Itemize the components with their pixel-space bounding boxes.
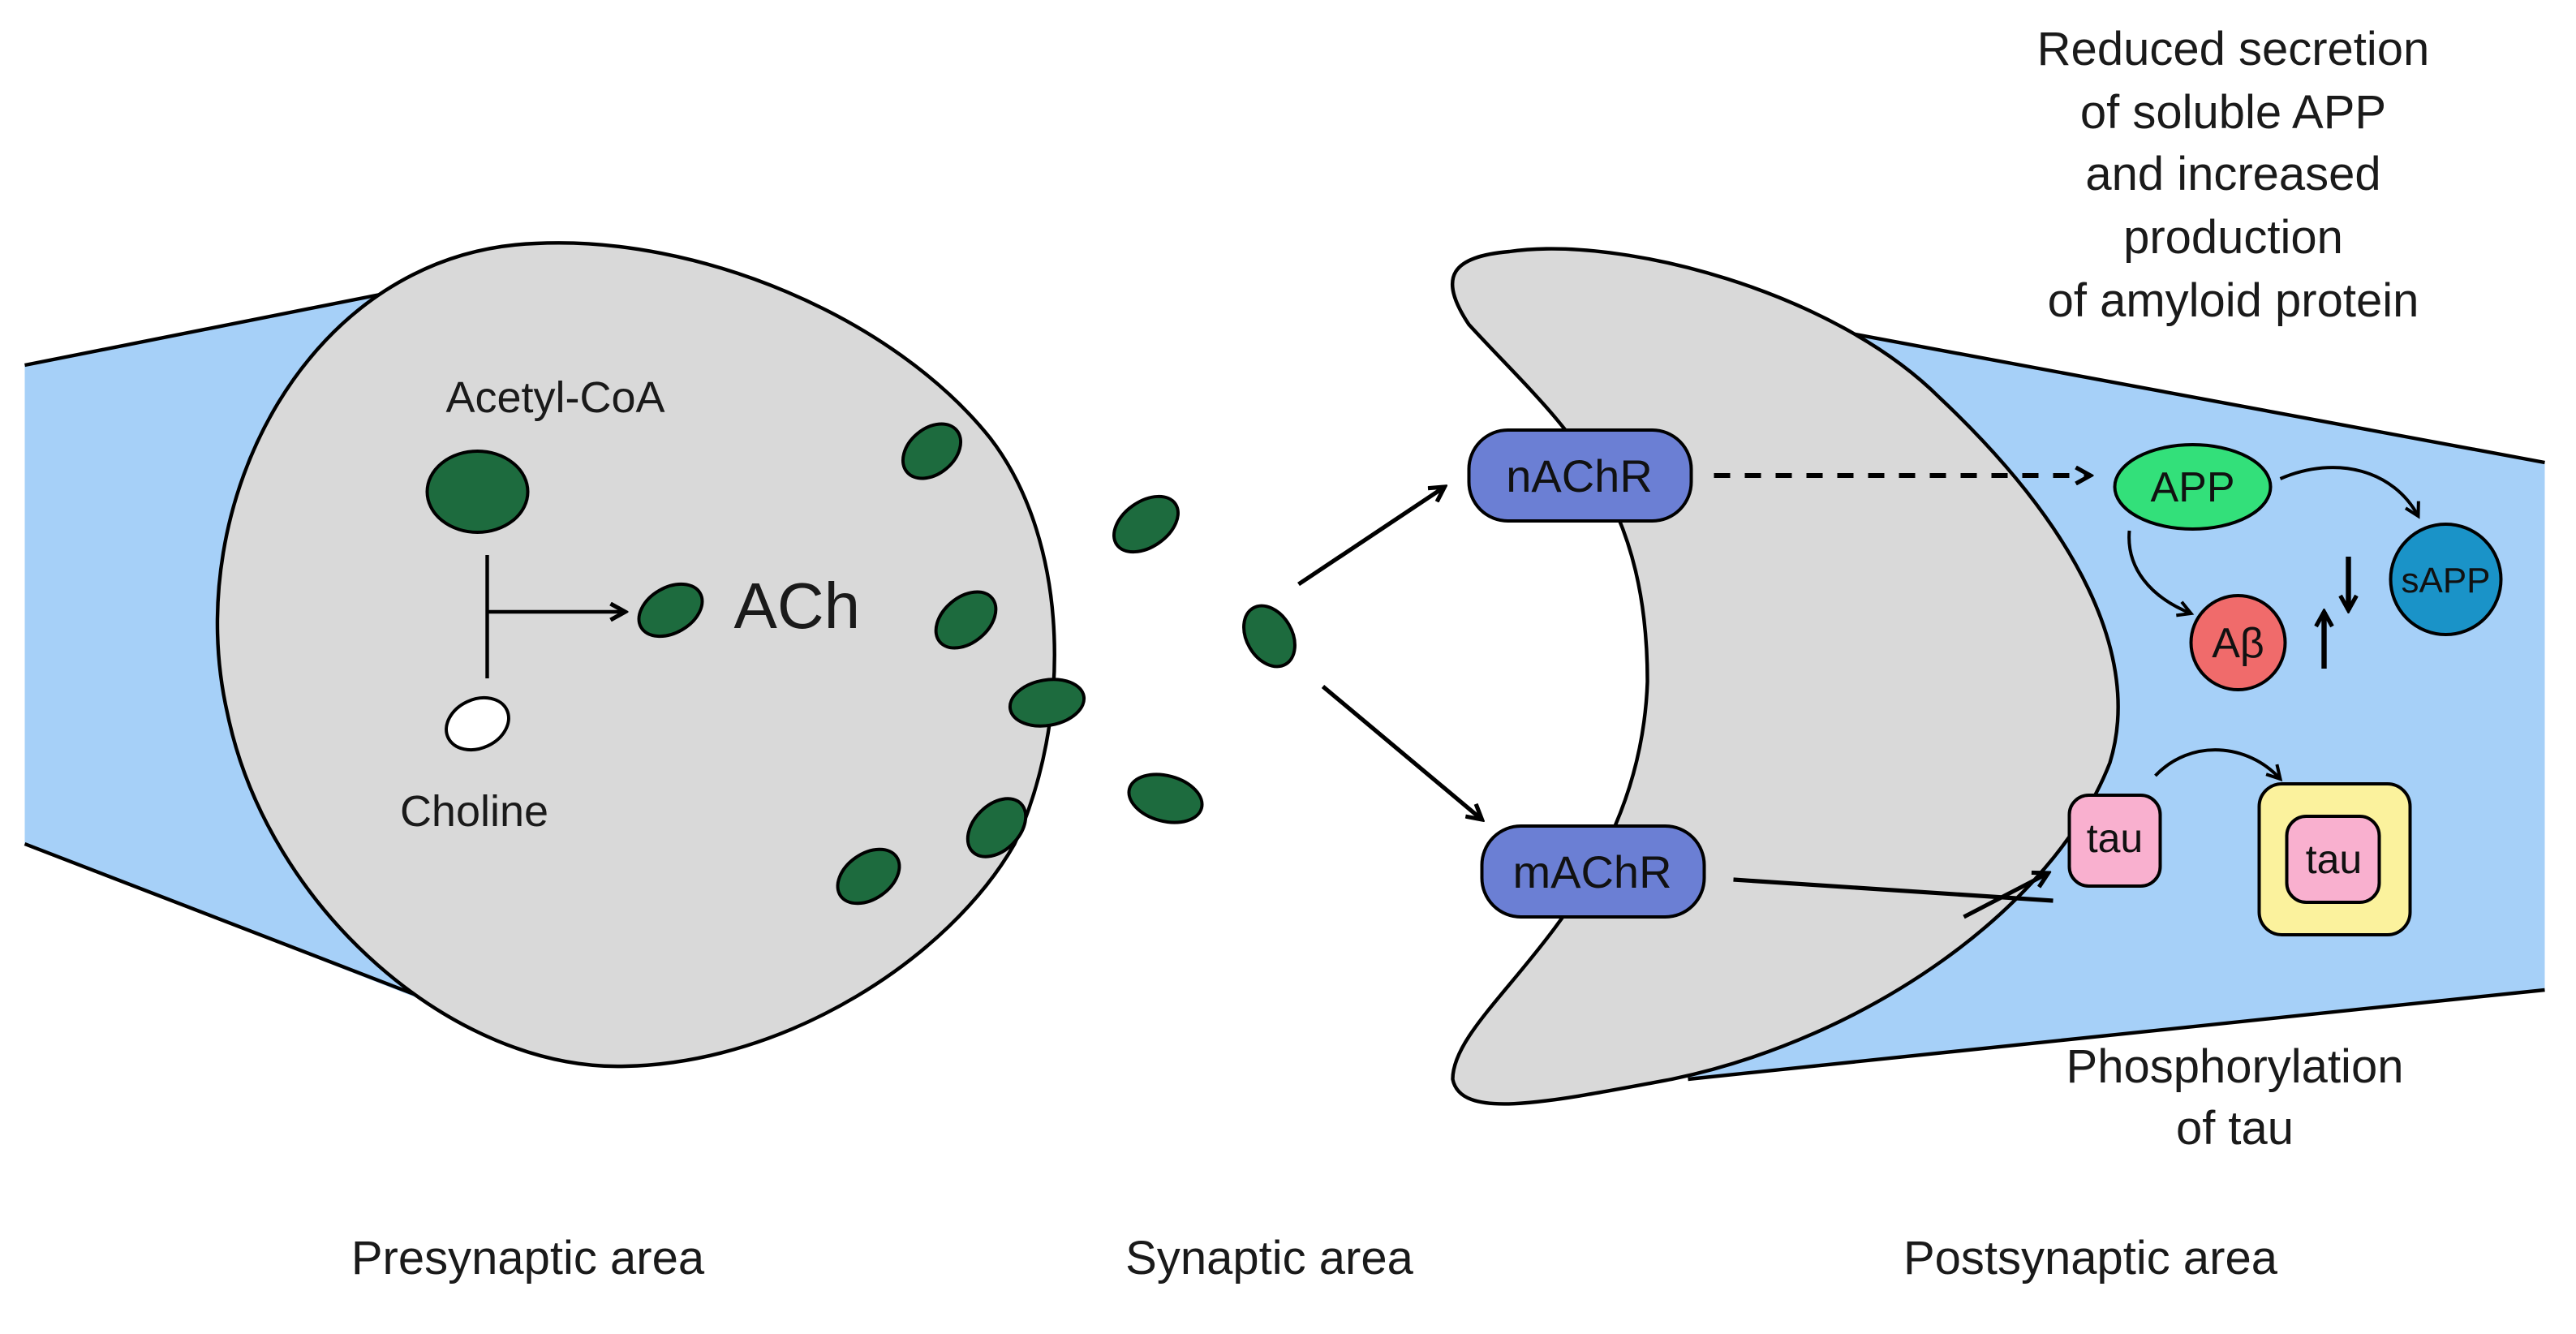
ach-vesicle [836,847,901,906]
synaptic-area-label: Synaptic area [1125,1232,1413,1285]
abeta-label: Aβ [2212,620,2264,667]
arrow-ach-to-nachr [1297,487,1445,587]
acetyl-coa-molecule [425,450,530,534]
secretion-note-line: of soluble APP [2080,86,2386,139]
app-node: APP [2113,443,2273,531]
ach-vesicle [1112,494,1180,554]
arrow-machr-to-tau-head [1963,873,2049,919]
secretion-note-line: production [2123,211,2343,264]
ach-vesicle [901,422,963,480]
tau-label: tau [2087,815,2144,861]
arrow-app-to-abeta [2127,530,2191,613]
ach-molecule [637,582,704,639]
arrow-app-to-sapp [2279,466,2419,516]
phospho-tau-node: tau [2257,782,2412,936]
sapp-node: sAPP [2389,523,2503,636]
postsynaptic-area-label: Postsynaptic area [1903,1232,2278,1285]
acetyl-coa-label: Acetyl-CoA [445,373,664,422]
ach-vesicles [836,422,1297,906]
phospho-tau-label: tau [2306,837,2363,882]
nachr-receptor: nAChR [1467,428,1693,523]
ach-label: ACh [734,570,861,642]
postsynaptic-dendrite-edge-bottom [1688,988,2545,1082]
secretion-note-line: Reduced secretion [2037,23,2430,75]
arrow-ach-to-machr [1321,685,1482,820]
presynaptic-area-label: Presynaptic area [351,1232,705,1285]
abeta-node: Aβ [2189,594,2287,691]
sapp-label: sAPP [2401,561,2490,600]
phospho-note: Phosphorylation of tau [2066,1040,2404,1155]
choline-molecule [445,695,510,752]
ach-vesicle [1127,772,1204,824]
phospho-note-line: of tau [2176,1102,2294,1155]
arrow-tau-to-phospho-tau [2154,748,2281,779]
ach-vesicle [1008,678,1086,728]
secretion-note-line: and increased [2085,148,2380,200]
machr-label: mAChR [1512,846,1671,897]
machr-receptor: mAChR [1480,824,1706,919]
choline-label: Choline [400,787,548,836]
phospho-note-line: Phosphorylation [2066,1040,2404,1093]
tau-node: tau [2067,794,2162,888]
app-label: APP [2150,464,2234,511]
nachr-label: nAChR [1506,450,1653,501]
ach-vesicle [1242,604,1297,669]
secretion-note-line: of amyloid protein [2048,274,2419,327]
presynaptic-cell [215,241,1056,1069]
ach-vesicle [934,590,998,650]
ach-vesicle [965,797,1028,858]
secretion-note: Reduced secretion of soluble APP and inc… [2037,23,2430,327]
